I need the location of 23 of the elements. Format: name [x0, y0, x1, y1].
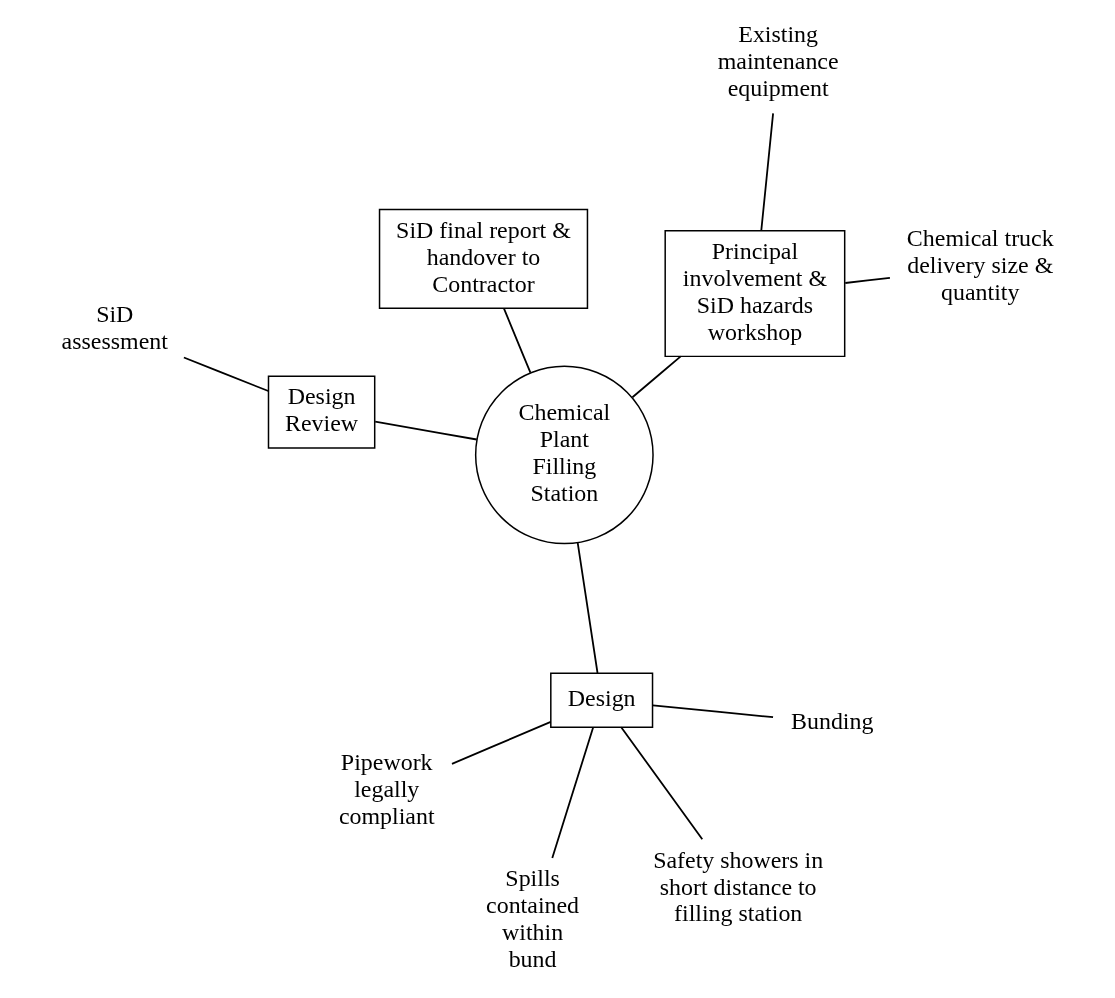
node-text: Bunding [790, 707, 873, 734]
connector [576, 541, 598, 674]
connector [502, 307, 531, 374]
node-text: Pipework legally compliant [338, 749, 435, 830]
node-box: Design [549, 672, 653, 728]
connector [651, 704, 774, 719]
node-text: SiD assessment [61, 301, 168, 355]
connector [550, 726, 594, 859]
node-box: SiD final report & handover to Contractor [378, 208, 588, 310]
node-box: Design Review [267, 375, 375, 449]
connector [631, 355, 682, 399]
node-circle: Chemical Plant Filling Station [474, 365, 654, 545]
connector [619, 726, 703, 841]
node-text: Existing maintenance equipment [717, 21, 839, 102]
node-box: Principal involvement & SiD hazards workshop [663, 229, 845, 358]
connector [759, 112, 774, 232]
connector [373, 420, 478, 441]
connector [450, 720, 552, 765]
connector [843, 276, 891, 284]
node-text: Safety showers in short distance to filling station [652, 846, 823, 927]
node-text: Chemical truck delivery size & quantity [906, 225, 1054, 305]
node-text: Spills contained within bund [485, 865, 579, 973]
connector [182, 356, 269, 392]
